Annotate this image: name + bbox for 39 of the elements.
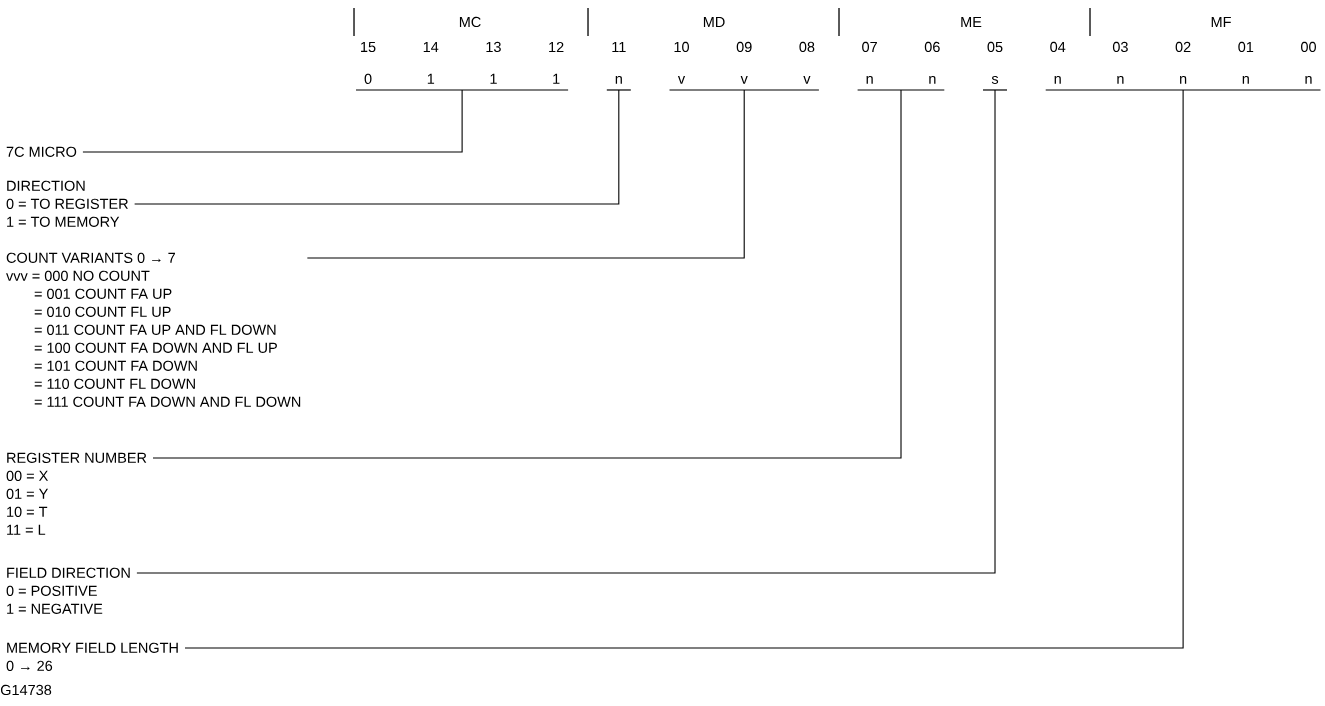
bit-number: 06	[924, 41, 940, 53]
bit-number: 00	[1301, 41, 1316, 53]
field-description: COUNT VARIANTS 0 → 7 vvv = 000 NO COUNT = 001 COUNT FA UP = 010 COUNT FL UP = 011 COUNT FA UP AND FL DOWN = 100 COUNT FA DOWN AND FL UP = 101 COUNT FA DOWN = 110 COUNT FL DOWN = 111 COUNT FA DOWN AND FL DOWN	[6, 252, 301, 407]
bit-number: 14	[423, 42, 439, 52]
bit-number: 07	[862, 41, 877, 53]
field-description: MEMORY FIELD LENGTH 0 → 26	[6, 642, 178, 671]
bit-field: n n	[857, 76, 945, 91]
bit-number: 05	[987, 41, 1003, 53]
bit-number: 12	[549, 41, 564, 53]
group-label: MC	[459, 16, 481, 28]
field-description: DIRECTION 0 = TO REGISTER 1 = TO MEMORY	[6, 180, 128, 227]
group-label: ME	[961, 17, 982, 27]
bit-field: 0 1 1 1	[355, 73, 569, 91]
bit-number: 03	[1112, 41, 1128, 53]
bit-number: 13	[486, 41, 501, 53]
figure-number: G14738	[0, 684, 52, 696]
leader-line	[136, 89, 996, 574]
field-description: FIELD DIRECTION 0 = POSITIVE 1 = NEGATIVE	[6, 567, 130, 614]
leader-line	[82, 89, 463, 153]
leader-line	[152, 89, 902, 459]
bit-field: s	[982, 76, 1008, 91]
bit-number: 09	[736, 41, 752, 53]
bit-number: 11	[612, 42, 626, 52]
bit-number: 10	[674, 41, 689, 53]
bit-field: n n n n n	[1045, 76, 1322, 91]
leader-line	[306, 89, 745, 259]
bit-number: 15	[361, 41, 376, 53]
group-label: MD	[703, 17, 725, 27]
field-description: REGISTER NUMBER 00 = X 01 = Y 10 = T 11 = L	[6, 452, 147, 535]
bit-number: 01	[1238, 41, 1254, 53]
field-description: 7C MICRO	[6, 146, 77, 157]
leader-line	[134, 89, 620, 205]
bit-number: 04	[1050, 41, 1066, 53]
leader-line	[184, 89, 1184, 649]
group-label: MF	[1211, 17, 1231, 27]
bit-number: 02	[1175, 41, 1191, 53]
bit-field: v v v	[668, 76, 820, 91]
bit-field: n	[606, 76, 632, 91]
bit-number: 08	[799, 41, 815, 53]
